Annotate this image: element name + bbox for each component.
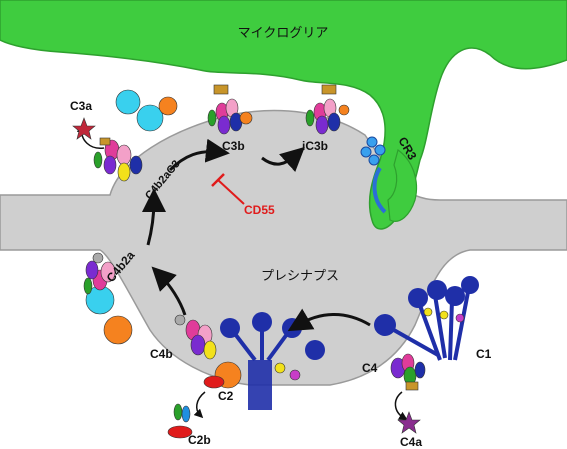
c4b2ac3-complex (93, 89, 178, 182)
ic3b-label: iC3b (302, 139, 328, 153)
arrow-c4b-to-c4b2a (151, 266, 187, 316)
c1-complex (374, 276, 479, 361)
microglia-label: マイクログリア (238, 26, 329, 41)
c3b-label: C3b (222, 139, 245, 153)
arrow-c1-to-c4b (287, 308, 371, 332)
c3a-star (72, 117, 96, 140)
c4b-molecule (174, 314, 217, 360)
c4a-label: C4a (400, 435, 422, 449)
presynapse-label: プレシナプス (261, 269, 339, 284)
c2b-molecule (167, 403, 193, 439)
arrow-c3b-to-ic3b (261, 146, 305, 172)
c3b-molecule (207, 84, 253, 135)
arrow-c4b2a-to-c4b2ac3 (141, 188, 166, 246)
c2-label: C2 (218, 389, 234, 403)
c4b-label: C4b (150, 347, 173, 361)
c1-label: C1 (476, 347, 492, 361)
cd55-inhibitor-line (217, 179, 245, 205)
cr3-receptor (360, 136, 387, 214)
c1-bound-complex (220, 312, 325, 410)
c3a-label: C3a (70, 99, 92, 113)
c2-red (203, 375, 225, 389)
ic3b-molecule (305, 84, 350, 135)
presynapse-body (0, 109, 567, 386)
c2b-label: C2b (188, 433, 211, 447)
microglia-process (387, 149, 418, 222)
c4a-star (397, 411, 421, 434)
cd55-label: CD55 (244, 203, 275, 217)
c4-label: C4 (362, 361, 378, 375)
arrow-c4b2ac3-to-c3b (168, 138, 230, 172)
microglia-body (0, 0, 567, 230)
c4b2a-complex (83, 252, 133, 345)
c4-molecule (390, 353, 426, 391)
